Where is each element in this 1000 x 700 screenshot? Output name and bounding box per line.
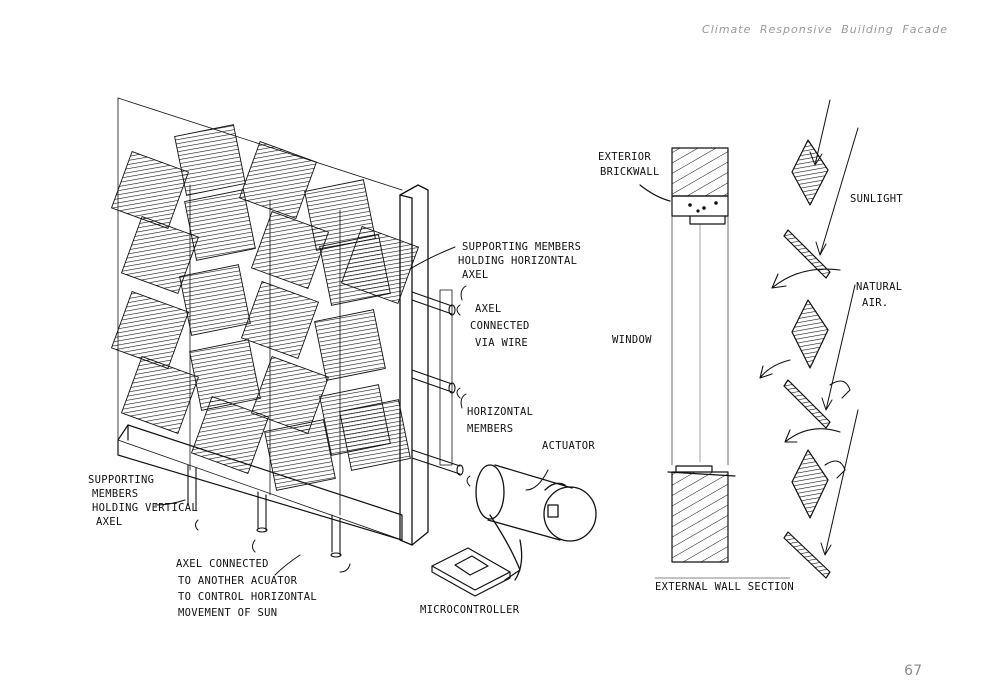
louver-panel (339, 399, 411, 471)
svg-text:VIA WIRE: VIA WIRE (475, 337, 528, 349)
label-supporting-vertical: SUPPORTING MEMBERS HOLDING VERTICAL AXEL (88, 474, 198, 528)
louver-panel (110, 290, 190, 370)
svg-text:SUPPORTING MEMBERS: SUPPORTING MEMBERS (462, 241, 581, 253)
svg-text:EXTERIOR: EXTERIOR (598, 151, 651, 163)
wall-section (639, 147, 791, 579)
svg-text:AXEL: AXEL (475, 303, 502, 315)
svg-text:HOLDING VERTICAL: HOLDING VERTICAL (92, 502, 198, 514)
label-window: WINDOW (612, 334, 652, 346)
svg-text:HOLDING HORIZONTAL: HOLDING HORIZONTAL (458, 255, 577, 267)
section-louvers (783, 139, 831, 579)
label-supporting-horizontal: SUPPORTING MEMBERS HOLDING HORIZONTAL AX… (458, 241, 581, 281)
label-horizontal-members: HORIZONTAL MEMBERS (467, 406, 533, 435)
actuator-cylinder (475, 464, 597, 581)
louver-panel (189, 339, 261, 411)
vertical-post (399, 184, 429, 546)
page-header-title: Climate Responsive Building Facade (702, 23, 948, 36)
louver-panel (190, 395, 270, 475)
svg-text:SUPPORTING: SUPPORTING (88, 474, 154, 486)
louver-panel (184, 189, 256, 261)
support-legs (187, 464, 342, 558)
svg-text:MOVEMENT OF SUN: MOVEMENT OF SUN (178, 607, 277, 619)
louver-panel (179, 264, 251, 336)
air-arrows (759, 268, 851, 479)
louver-panel (120, 215, 200, 295)
sunlight-arrows (809, 99, 859, 556)
svg-text:TO ANOTHER ACUATOR: TO ANOTHER ACUATOR (178, 575, 298, 587)
svg-text:AXEL: AXEL (462, 269, 489, 281)
label-axel-connected: AXEL CONNECTED TO ANOTHER ACUATOR TO CON… (176, 558, 317, 619)
page-number: 67 (904, 663, 922, 679)
horizontal-axles (411, 289, 471, 487)
svg-text:AXEL CONNECTED: AXEL CONNECTED (176, 558, 269, 570)
microcontroller-board (431, 547, 511, 597)
louver-panel (250, 210, 330, 290)
svg-text:NATURAL: NATURAL (856, 281, 902, 293)
label-exterior-brickwall: EXTERIOR BRICKWALL (598, 151, 660, 178)
label-sunlight: SUNLIGHT (850, 193, 903, 205)
leader-lines (154, 246, 549, 576)
label-microcontroller: MICROCONTROLLER (420, 604, 520, 616)
louver-panel (110, 150, 190, 230)
louver-panels (110, 124, 420, 491)
louver-panel (240, 280, 320, 360)
label-external-wall-section: EXTERNAL WALL SECTION (655, 581, 794, 593)
svg-text:AXEL: AXEL (96, 516, 123, 528)
louver-panel (120, 355, 200, 435)
svg-text:MEMBERS: MEMBERS (92, 488, 138, 500)
svg-text:CONNECTED: CONNECTED (470, 320, 530, 332)
base-plate (117, 424, 403, 541)
svg-text:MEMBERS: MEMBERS (467, 423, 513, 435)
louver-panel (238, 140, 318, 220)
svg-text:AIR.: AIR. (862, 297, 889, 309)
louver-panel (174, 124, 246, 196)
label-axel-wire: AXEL CONNECTED VIA WIRE (470, 303, 530, 349)
label-natural-air: NATURAL AIR. (856, 281, 902, 309)
svg-text:BRICKWALL: BRICKWALL (600, 166, 660, 178)
louver-panel (264, 419, 336, 491)
louver-panel (314, 309, 386, 381)
svg-text:HORIZONTAL: HORIZONTAL (467, 406, 533, 418)
svg-text:TO CONTROL HORIZONTAL: TO CONTROL HORIZONTAL (178, 591, 317, 603)
label-actuator: ACTUATOR (542, 440, 595, 452)
